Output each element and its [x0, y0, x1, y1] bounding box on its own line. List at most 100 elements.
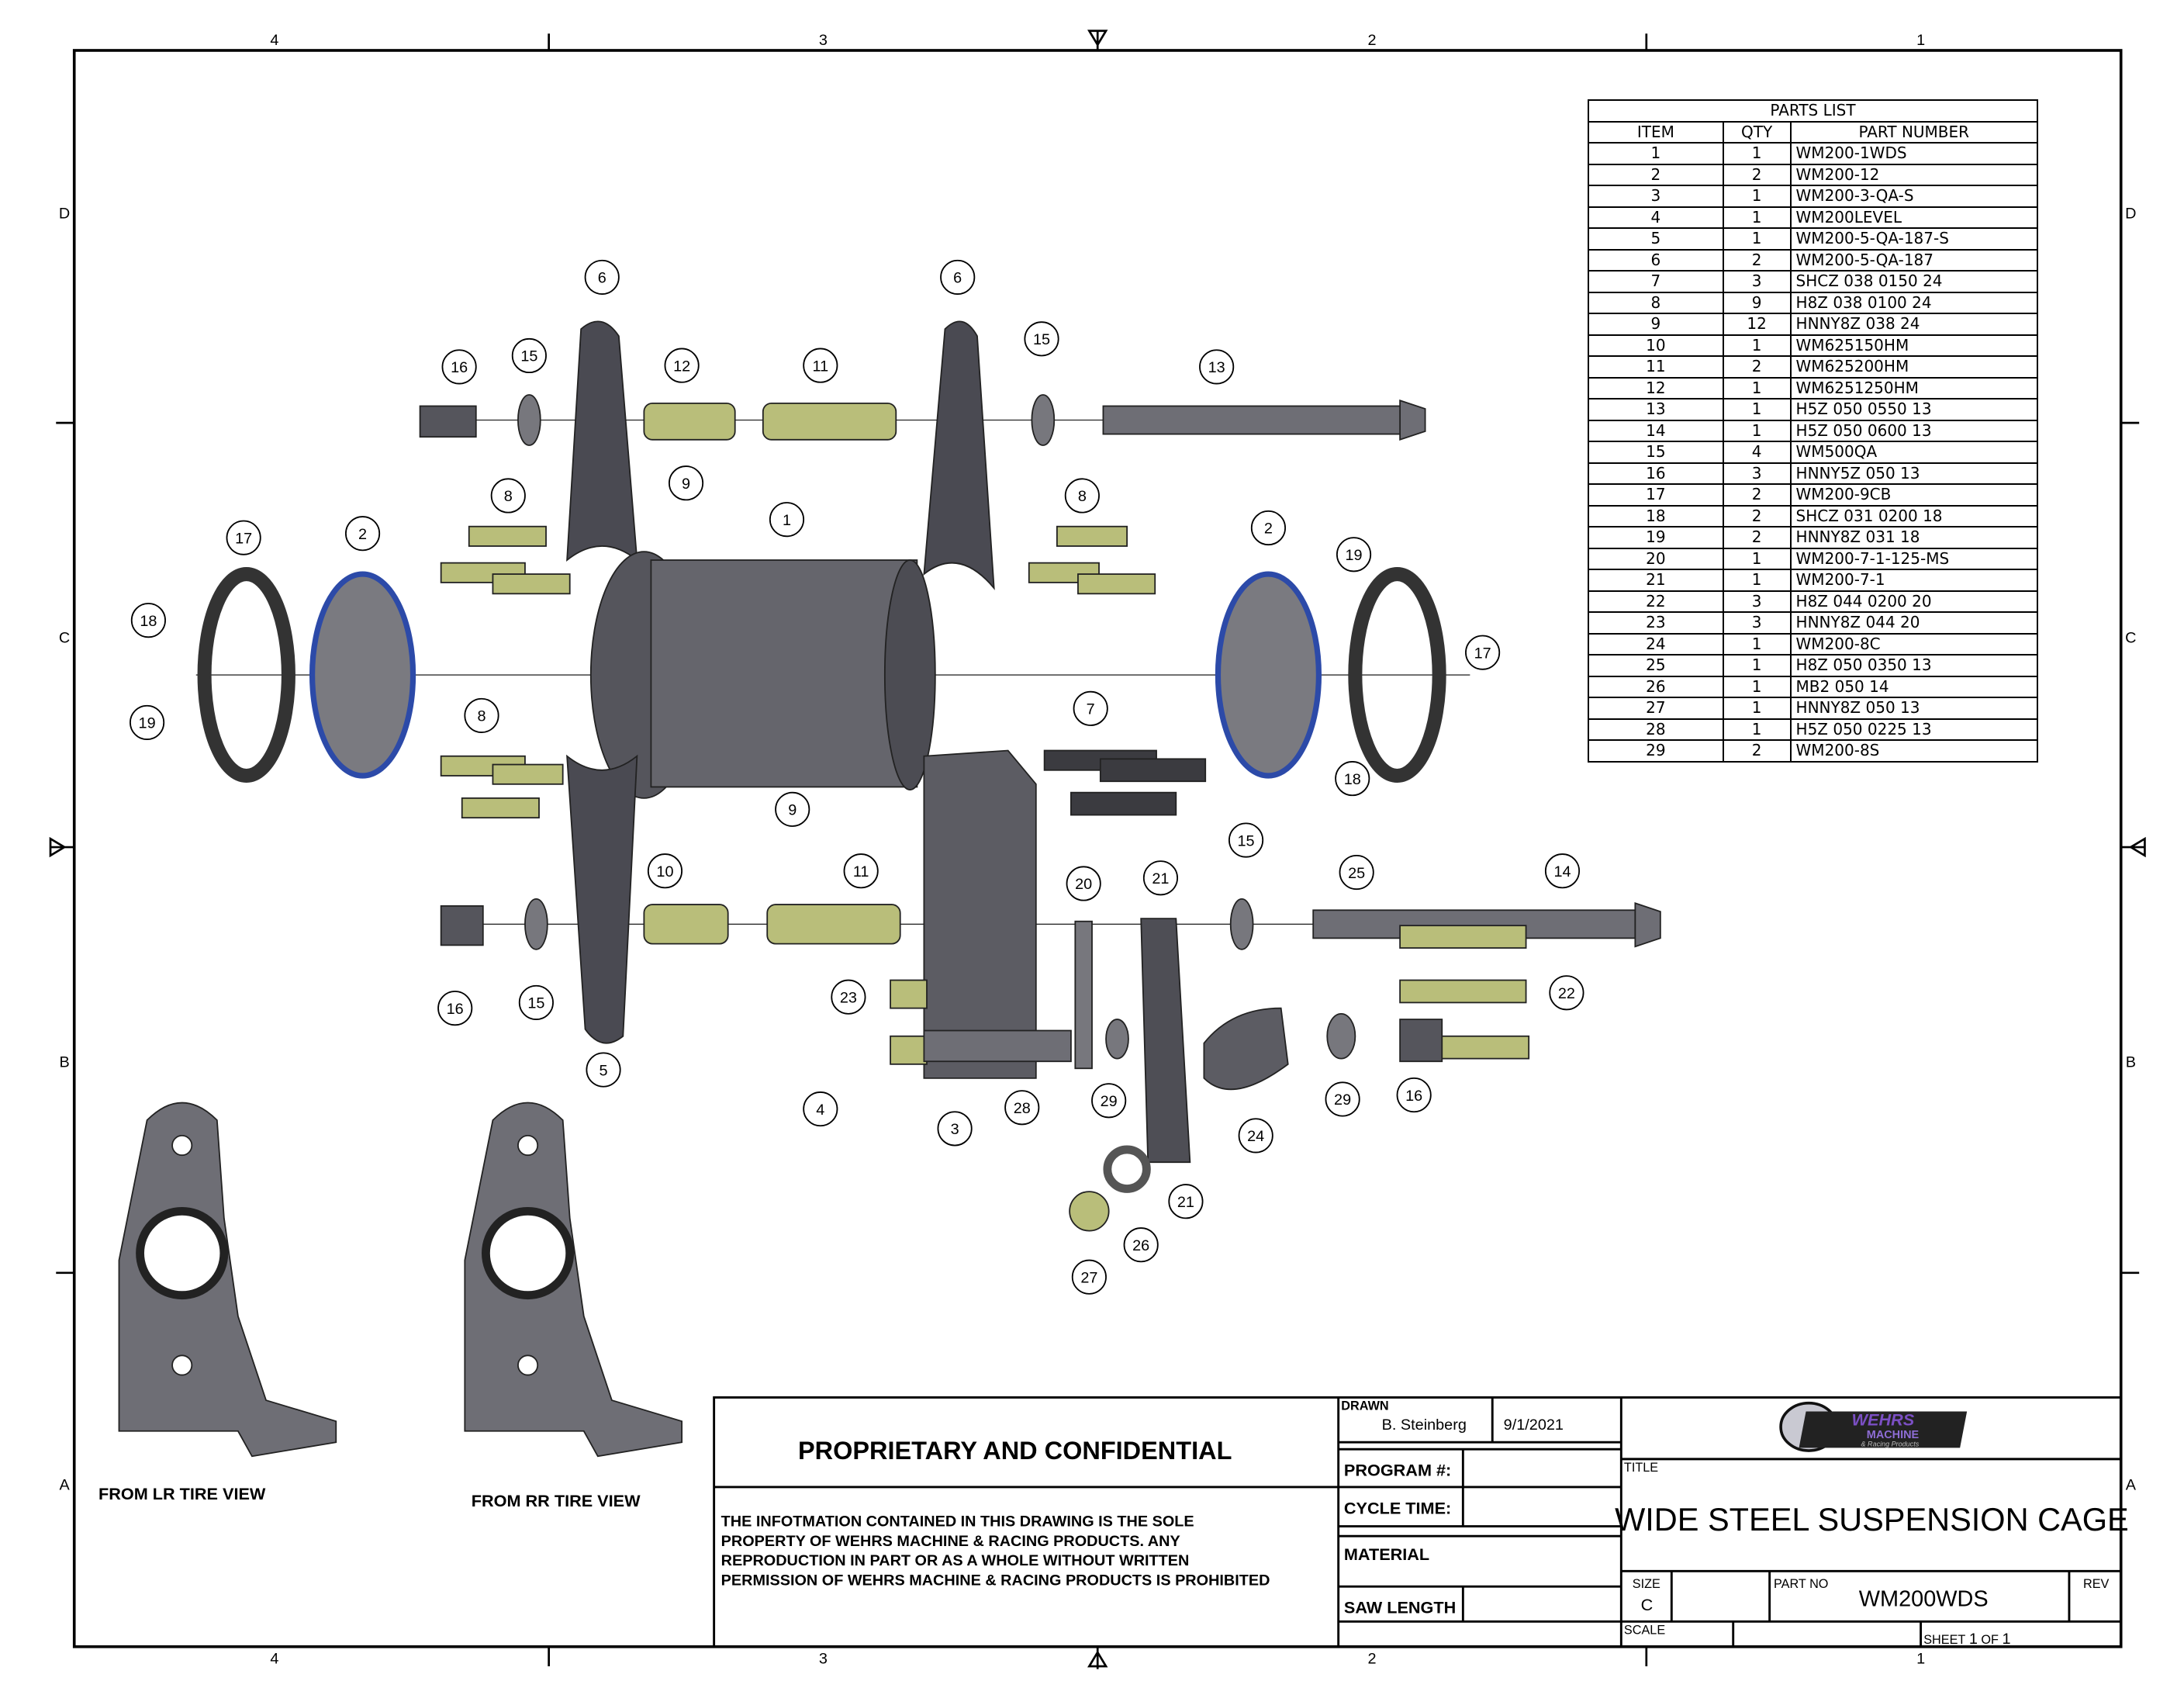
balloon-item-18: 18: [1335, 761, 1370, 797]
balloon-circle: [1336, 537, 1372, 572]
qty-cell: 2: [1722, 739, 1792, 763]
balloon-label: 16: [447, 1001, 464, 1018]
part-number-cell: WM625150HM: [1789, 334, 2039, 357]
qty-cell: 1: [1722, 227, 1792, 251]
mount-plate: [923, 749, 1037, 1079]
view-label-lr: FROM LR TIRE VIEW: [98, 1484, 266, 1503]
hub-body: [650, 559, 918, 788]
title-block-frame: [713, 1396, 2123, 1648]
balloon-label: 17: [1474, 645, 1491, 662]
column-header-item: ITEM: [1588, 120, 1724, 144]
item-cell: 21: [1588, 569, 1724, 592]
drawn-date: 9/1/2021: [1504, 1416, 1564, 1434]
proprietary-line: PERMISSION OF WEHRS MACHINE & RACING PRO…: [721, 1572, 1270, 1589]
arm-part: [1140, 918, 1191, 1164]
part-number-cell: HNNY8Z 038 24: [1789, 313, 2039, 336]
item-cell: 15: [1588, 441, 1724, 464]
balloon-circle: [937, 1111, 973, 1147]
part-number: WM200WDS: [1859, 1586, 1989, 1611]
balloon-label: 21: [1152, 870, 1169, 887]
balloon-circle: [441, 349, 477, 385]
balloon-circle: [668, 465, 704, 501]
balloon-item-21: 21: [1168, 1184, 1204, 1219]
part-number-cell: HNNY8Z 050 13: [1789, 697, 2039, 720]
part-number-cell: HNNY8Z 044 20: [1789, 611, 2039, 635]
item-cell: 3: [1588, 185, 1724, 208]
spacer: [643, 904, 729, 945]
balloon-circle: [226, 520, 261, 555]
balloon-item-21: 21: [1142, 860, 1179, 896]
balloon-label: 29: [1101, 1093, 1118, 1110]
balloon-item-17: 17: [226, 520, 261, 555]
item-cell: 6: [1588, 248, 1724, 272]
zone-row: B: [59, 1053, 69, 1071]
balloon-item-11: 11: [803, 348, 838, 383]
balloon-circle: [1339, 854, 1374, 891]
balloon-label: 25: [1348, 865, 1365, 882]
part-number-cell: WM200LEVEL: [1789, 206, 2039, 229]
bolt-13: [1102, 405, 1405, 435]
balloon-item-16: 16: [441, 349, 477, 385]
balloon-label: 9: [682, 476, 690, 493]
proprietary-line: REPRODUCTION IN PART OR AS A WHOLE WITHO…: [721, 1552, 1190, 1569]
qty-cell: 3: [1722, 590, 1792, 613]
balloon-item-15: 15: [518, 984, 554, 1020]
balloon-item-14: 14: [1544, 853, 1581, 889]
view-label-rr: FROM RR TIRE VIEW: [472, 1491, 641, 1510]
proprietary-line: THE INFOTMATION CONTAINED IN THIS DRAWIN…: [721, 1513, 1194, 1531]
balloon-circle: [647, 853, 683, 889]
balloon-circle: [769, 502, 805, 538]
balloon-circle: [1228, 822, 1264, 858]
balloon-item-12: 12: [664, 348, 700, 383]
seal-ring: [1215, 571, 1322, 779]
program-label: PROGRAM #:: [1344, 1461, 1451, 1480]
item-cell: 8: [1588, 291, 1724, 314]
balloon-circle: [1325, 1081, 1360, 1117]
part-number-cell: WM6251250HM: [1789, 376, 2039, 400]
balloon-item-24: 24: [1238, 1118, 1273, 1154]
zone-labels: 4 3 2 1 4 3 2 1 D C B A D C B A: [59, 32, 2137, 1668]
balloon-circle: [1465, 635, 1501, 670]
balloon-label: 18: [140, 613, 157, 630]
part-number-cell: WM200-8S: [1789, 739, 2039, 763]
balloon-label: 16: [451, 359, 468, 376]
zone-row: A: [59, 1477, 70, 1494]
material-label: MATERIAL: [1344, 1544, 1429, 1564]
side-view-lr: [118, 1102, 337, 1458]
qty-cell: 1: [1722, 419, 1792, 442]
spacer: [643, 402, 736, 441]
balloon-item-6: 6: [584, 259, 620, 295]
upright-part: [923, 320, 995, 590]
balloon-circle: [1064, 478, 1100, 514]
balloon-label: 3: [951, 1121, 959, 1138]
balloon-item-19: 19: [1336, 537, 1372, 572]
balloon-label: 29: [1334, 1091, 1351, 1109]
balloon-circle: [843, 853, 879, 889]
wehrs-logo: WEHRS MACHINE & Racing Products: [1779, 1401, 1968, 1452]
part-number-cell: WM625200HM: [1789, 355, 2039, 379]
balloon-item-17: 17: [1465, 635, 1501, 670]
item-cell: 5: [1588, 227, 1724, 251]
proprietary-heading: PROPRIETARY AND CONFIDENTIAL: [798, 1437, 1232, 1465]
zone-row: C: [59, 630, 70, 647]
svg-text:MACHINE: MACHINE: [1867, 1429, 1920, 1441]
item-cell: 24: [1588, 632, 1724, 655]
qty-cell: 12: [1722, 313, 1792, 336]
balloon-item-15: 15: [1024, 321, 1059, 357]
balloon-item-26: 26: [1123, 1227, 1159, 1263]
saw-length-label: SAW LENGTH: [1344, 1597, 1456, 1617]
part-number-cell: H8Z 044 0200 20: [1789, 590, 2039, 613]
balloon-label: 9: [788, 802, 797, 819]
